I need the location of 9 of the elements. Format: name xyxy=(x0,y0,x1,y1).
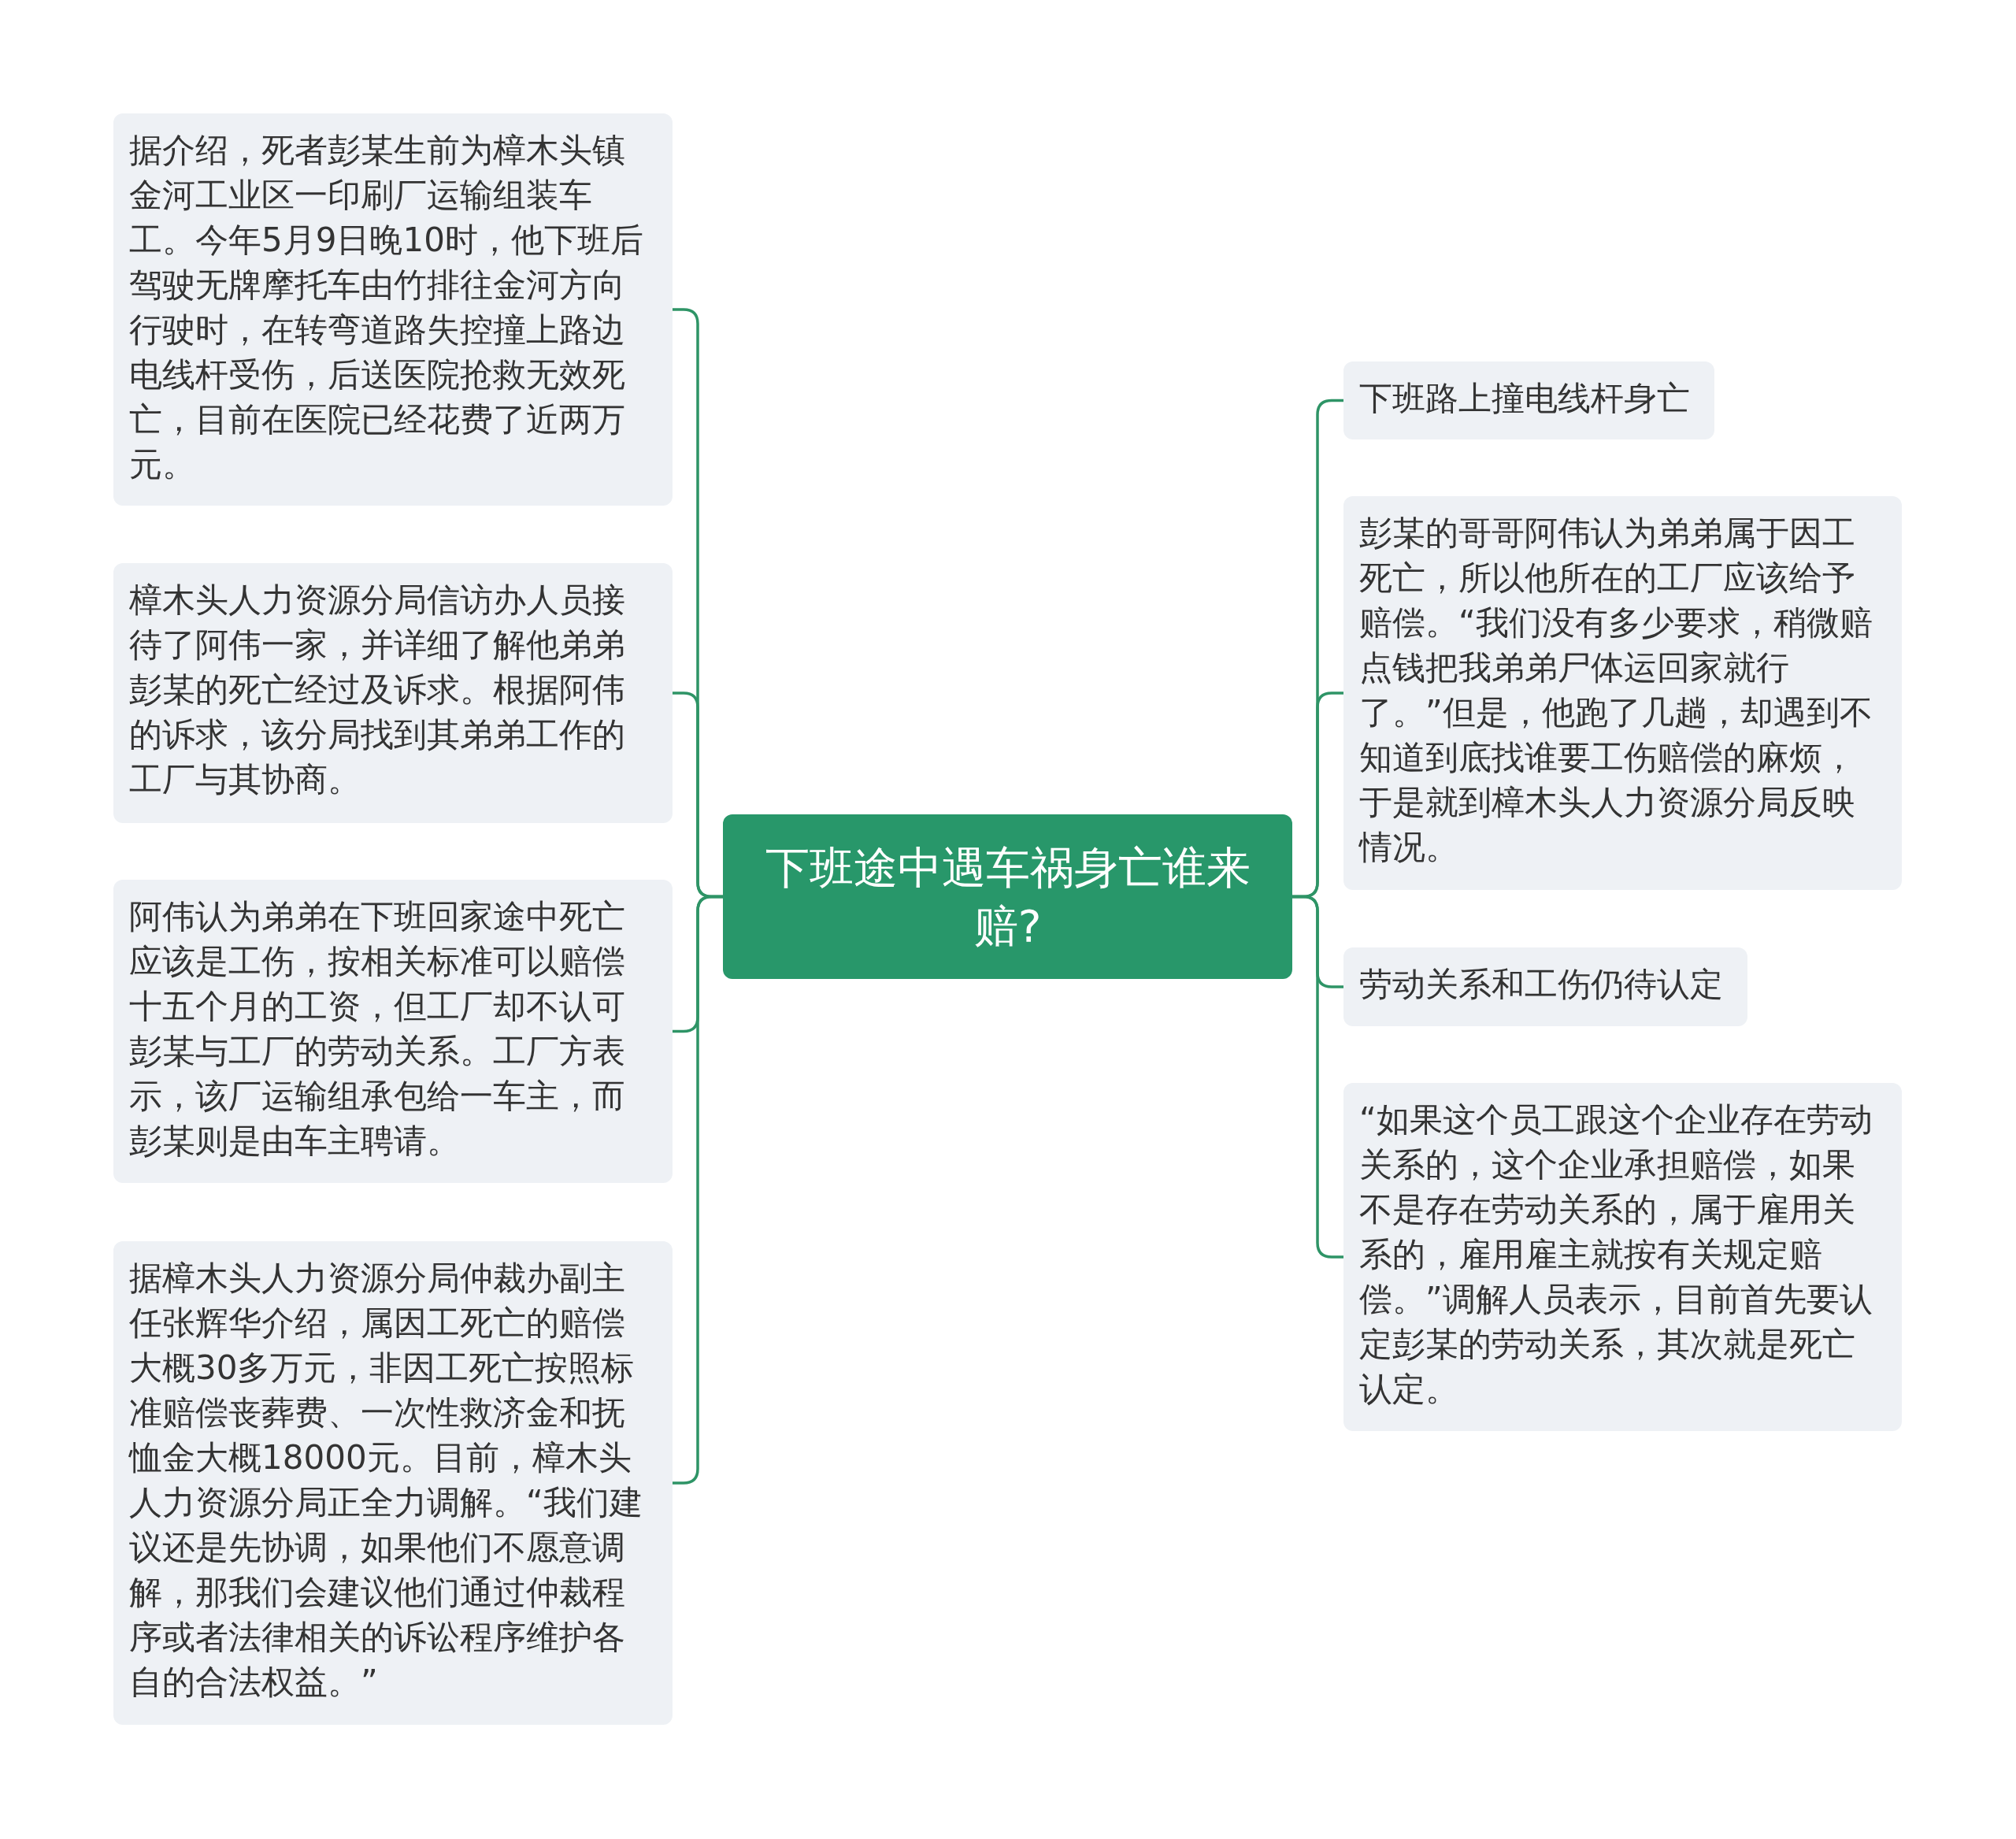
text-box: 阿伟认为弟弟在下班回家途中死亡应该是工伤，按相关标准可以赔偿十五个月的工资，但工厂却不认可彭某与工厂的劳动关系。工厂方表示，该厂运输组承包给一车主，而彭某则是由车主聘请。 xyxy=(113,880,673,1183)
text-box: 樟木头人力资源分局信访办人员接待了阿伟一家，并详细了解他弟弟彭某的死亡经过及诉求。根据阿伟的诉求，该分局找到其弟弟工作的工厂与其协商。 xyxy=(113,563,673,823)
text-box: “如果这个员工跟这个企业存在劳动关系的，这个企业承担赔偿，如果不是存在劳动关系的，属于雇用关系的，雇用雇主就按有关规定赔偿。”调解人员表示，目前首先要认定彭某的劳动关系，其次就是死亡认定。 xyxy=(1343,1083,1902,1431)
text-box: 劳动关系和工伤仍待认定 xyxy=(1343,947,1747,1026)
text-box: 彭某的哥哥阿伟认为弟弟属于因工死亡，所以他所在的工厂应该给予赔偿。“我们没有多少要求，稍微赔点钱把我弟弟尸体运回家就行了。”但是，他跑了几趟，却遇到不知道到底找谁要工伤赔偿的麻烦，于是就到樟木头人力资源分局反映情况。 xyxy=(1343,496,1902,890)
text-box: 据樟木头人力资源分局仲裁办副主任张辉华介绍，属因工死亡的赔偿大概30多万元，非因工死亡按照标准赔偿丧葬费、一次性救济金和抚恤金大概18000元。目前，樟木头人力资源分局正全力调解。“我们建议还是先协调，如果他们不愿意调解，那我们会建议他们通过仲裁程序或者法律相关的诉讼程序维护各自的合法权益。” xyxy=(113,1241,673,1725)
text-box: 下班路上撞电线杆身亡 xyxy=(1343,361,1714,439)
text-box: 据介绍，死者彭某生前为樟木头镇金河工业区一印刷厂运输组装车工。今年5月9日晚10时，他下班后驾驶无牌摩托车由竹排往金河方向行驶时，在转弯道路失控撞上路边电线杆受伤，后送医院抢救无效死亡，目前在医院已经花费了近两万元。 xyxy=(113,113,673,506)
topic-box: 下班途中遇车祸身亡谁来赔? xyxy=(723,814,1292,979)
